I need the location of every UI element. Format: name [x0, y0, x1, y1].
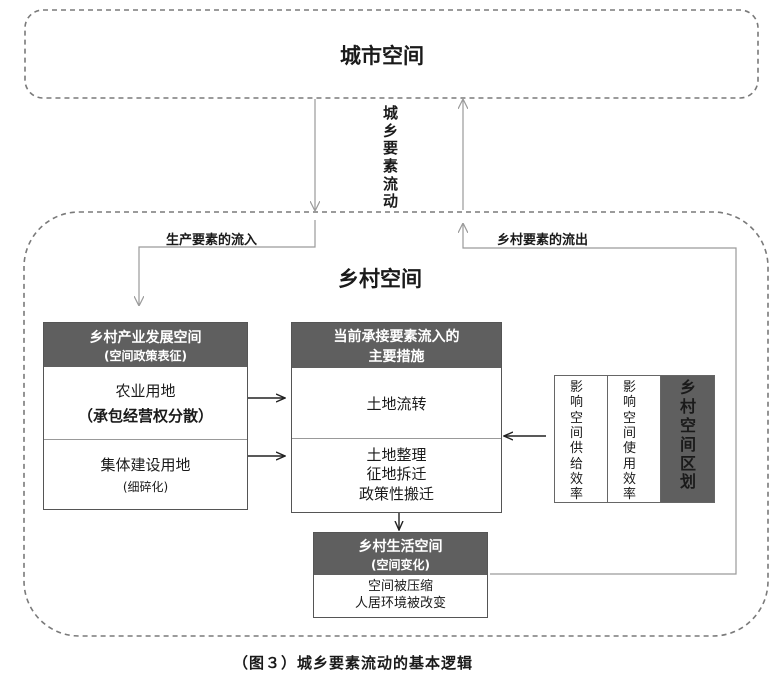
vertical-char: 空: [680, 415, 697, 435]
vertical-char: 间: [680, 434, 697, 454]
vertical-char: 影: [570, 380, 584, 395]
vertical-char: 流: [383, 174, 399, 193]
farmland-cell: 农业用地 （承包经营权分散）: [44, 367, 247, 439]
rural-space-title: 乡村空间: [338, 267, 422, 291]
vertical-char: 供: [570, 441, 584, 457]
use-efficiency-label: 影响空间使用效率: [623, 380, 636, 503]
farmland-note: （承包经营权分散）: [77, 407, 213, 425]
vertical-char: 响: [570, 395, 584, 411]
vertical-char: 间: [623, 425, 637, 441]
rural-zoning-label: 乡村空间区划: [680, 378, 697, 492]
vertical-char: 划: [680, 472, 697, 492]
measures-divider: [292, 438, 501, 439]
land-transfer-cell: 土地流转: [292, 368, 501, 438]
rural-zoning-column: [661, 376, 714, 502]
vertical-char: 区: [680, 453, 697, 473]
construction-land-cell: 集体建设用地 (细碎化): [44, 440, 247, 508]
vertical-char: 效: [570, 471, 584, 487]
vertical-char: 要: [383, 139, 399, 158]
vertical-char: 城: [383, 104, 399, 122]
figure-caption: （图３）城乡要素流动的基本逻辑: [233, 654, 474, 672]
living-space-effects: 空间被压缩 人居环境被改变: [314, 575, 487, 616]
farmland-label: 农业用地: [115, 382, 176, 400]
vertical-char: 使: [623, 441, 637, 457]
flow-label: 城乡要素流动: [383, 104, 399, 211]
industry-space-subtitle: (空间政策表征): [104, 348, 187, 363]
inflow-label: 生产要素的流入: [166, 233, 258, 248]
vertical-char: 乡: [383, 121, 399, 140]
living-space-header: 乡村生活空间 (空间变化): [314, 533, 487, 575]
outflow-path: [463, 224, 737, 575]
vertical-char: 空: [623, 410, 637, 426]
industry-space-header: 乡村产业发展空间 (空间政策表征): [44, 323, 247, 367]
vertical-char: 率: [623, 487, 637, 503]
vertical-char: 效: [623, 471, 637, 487]
outflow-label: 乡村要素的流出: [497, 233, 589, 248]
urban-space-title: 城市空间: [340, 44, 424, 68]
vertical-char: 给: [570, 456, 584, 472]
industry-space-title: 乡村产业发展空间: [89, 329, 202, 346]
industry-space-box: 乡村产业发展空间 (空间政策表征) 农业用地 （承包经营权分散） 集体建设用地 …: [43, 322, 248, 510]
living-space-subtitle: (空间变化): [371, 557, 430, 572]
living-space-box: 乡村生活空间 (空间变化) 空间被压缩 人居环境被改变: [313, 532, 488, 618]
living-effect-environment: 人居环境被改变: [354, 595, 446, 611]
inflow-path: [139, 220, 316, 305]
policy-relocation-label: 政策性搬迁: [358, 484, 434, 503]
vertical-char: 乡: [680, 378, 697, 397]
vertical-char: 用: [623, 456, 637, 472]
supply-efficiency-label: 影响空间供给效率: [570, 380, 583, 503]
rural-space-frame: [23, 211, 769, 637]
vertical-char: 村: [680, 396, 697, 416]
construction-land-note: (细碎化): [122, 479, 169, 494]
vertical-char: 影: [623, 380, 637, 395]
measures-title-line2: 主要措施: [368, 348, 425, 365]
measures-header: 当前承接要素流入的 主要措施: [292, 323, 501, 368]
zoning-box: [554, 375, 715, 503]
urban-space-frame: [24, 9, 759, 99]
vertical-char: 间: [570, 425, 584, 441]
measures-title-line1: 当前承接要素流入的: [333, 328, 460, 345]
use-efficiency-column: [608, 376, 661, 502]
land-transfer-label: 土地流转: [366, 394, 427, 413]
living-effect-compressed: 空间被压缩: [367, 579, 433, 595]
living-space-title: 乡村生活空间: [358, 538, 443, 555]
vertical-char: 响: [623, 395, 637, 411]
industry-divider: [44, 439, 247, 440]
vertical-char: 率: [570, 487, 584, 503]
measures-box: 当前承接要素流入的 主要措施 土地流转 土地整理 征地拆迁 政策性搬迁: [291, 322, 502, 513]
construction-land-label: 集体建设用地: [100, 455, 191, 474]
supply-efficiency-column: [555, 376, 608, 502]
vertical-char: 空: [570, 410, 584, 426]
land-consolidation-label: 土地整理: [366, 445, 427, 464]
land-measures-cell: 土地整理 征地拆迁 政策性搬迁: [292, 439, 501, 511]
vertical-char: 动: [383, 192, 399, 211]
vertical-char: 素: [383, 157, 399, 176]
land-expropriation-label: 征地拆迁: [366, 465, 427, 484]
